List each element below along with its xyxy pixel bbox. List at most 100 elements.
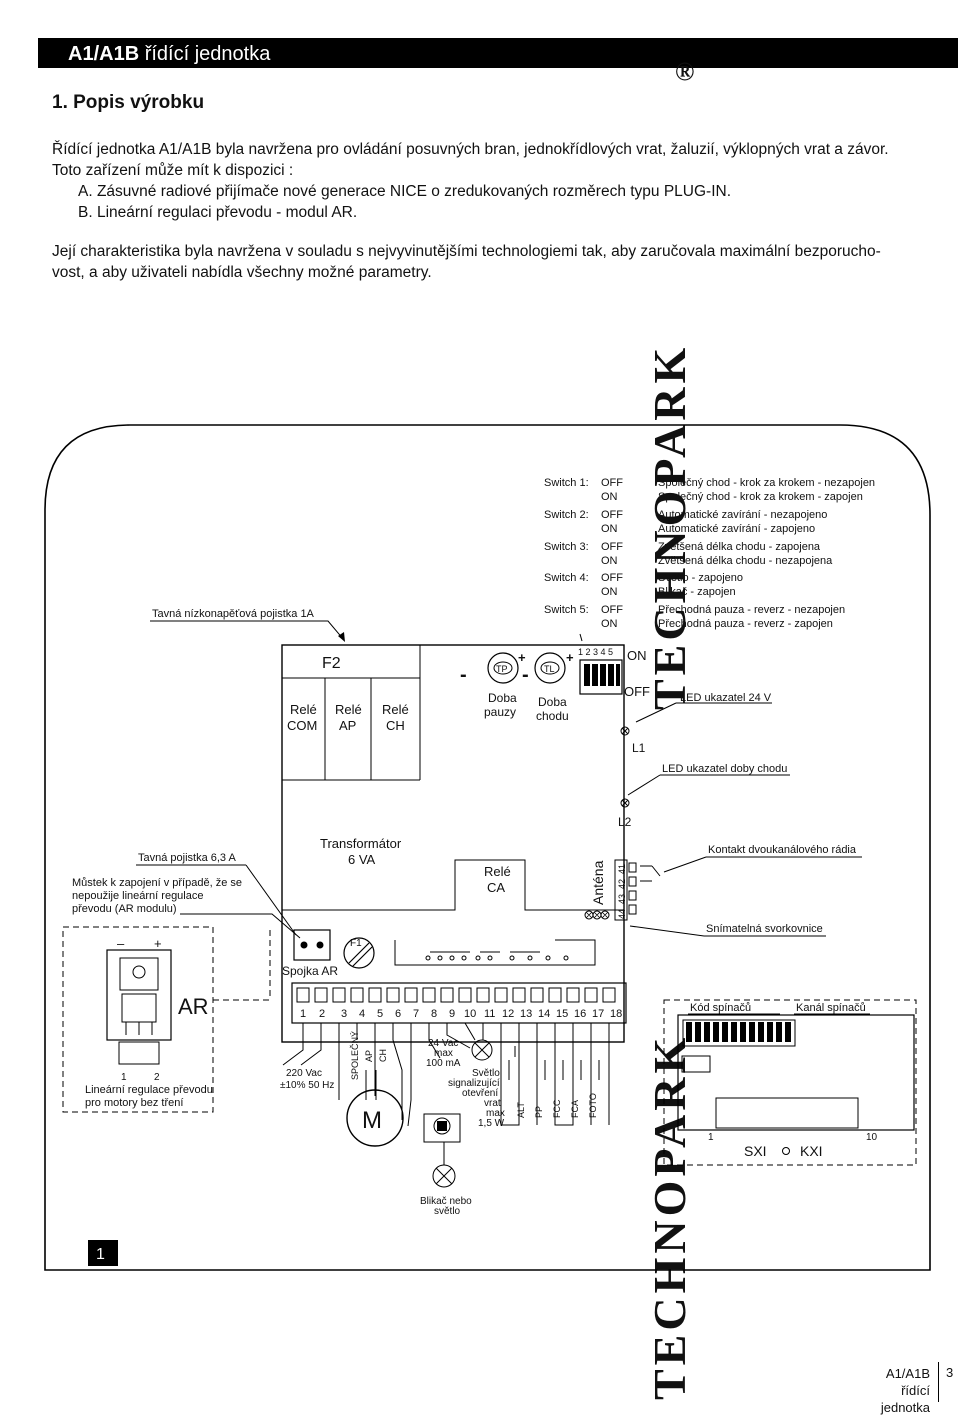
svg-text:CH: CH	[386, 718, 405, 733]
figure-number: 1	[96, 1246, 105, 1263]
sxi-dip	[686, 1022, 791, 1042]
svg-text:1: 1	[121, 1072, 127, 1083]
svg-text:L2: L2	[618, 815, 632, 829]
svg-text:7: 7	[413, 1008, 419, 1020]
svg-text:Switch 2:: Switch 2:	[544, 509, 589, 521]
svg-text:Spojka AR: Spojka AR	[282, 964, 338, 978]
svg-text:signalizující: signalizující	[448, 1078, 500, 1089]
wiring-diagram: 1 Switch 1: OFF ON Společný chod - krok …	[44, 424, 931, 1271]
svg-text:COM: COM	[287, 718, 317, 733]
svg-text:17: 17	[592, 1008, 604, 1020]
sxi-label: SXI	[744, 1143, 767, 1159]
spojka-ar	[293, 929, 331, 961]
footer-title: A1/A1B řídící jednotka	[880, 1366, 930, 1415]
page-header-title: A1/A1B řídící jednotka	[68, 43, 271, 65]
svg-text:Světlo: Světlo	[472, 1068, 500, 1079]
svg-text:L1: L1	[632, 741, 646, 755]
svg-text:chodu: chodu	[536, 709, 569, 723]
sxi-receiver	[677, 1014, 915, 1131]
trimmer-plus-2: +	[566, 650, 574, 665]
svg-text:Lineární regulace převodu: Lineární regulace převodu	[85, 1084, 213, 1096]
paragraph-option-a: A. Zásuvné radiové přijímače nové genera…	[78, 183, 732, 200]
svg-text:8: 8	[431, 1008, 437, 1020]
svg-text:11: 11	[484, 1008, 495, 1020]
svg-text:Přechodná pauza - reverz - zap: Přechodná pauza - reverz - zapojen	[658, 618, 833, 630]
svg-text:světlo: světlo	[434, 1206, 461, 1217]
trimmer-tl	[534, 652, 566, 684]
svg-text:Přechodná pauza - reverz - nez: Přechodná pauza - reverz - nezapojen	[658, 604, 845, 616]
watermark: TECHNOPARK TECHNOPARK ®	[644, 57, 695, 1400]
svg-text:Doba: Doba	[538, 695, 567, 709]
svg-text:FCA: FCA	[570, 1100, 580, 1118]
svg-text:ALT: ALT	[516, 1102, 526, 1118]
svg-text:1: 1	[708, 1132, 714, 1143]
svg-text:10: 10	[464, 1008, 476, 1020]
antenna-label: Anténa	[590, 860, 606, 905]
svg-text:vrat: vrat	[484, 1098, 501, 1109]
switch-row-4: Switch 4: OFF ON Světlo - zapojeno Blika…	[544, 572, 743, 598]
svg-text:pro motory bez tření: pro motory bez tření	[85, 1097, 183, 1109]
svg-text:4: 4	[359, 1008, 365, 1020]
svg-text:±10% 50 Hz: ±10% 50 Hz	[280, 1080, 334, 1091]
motor	[346, 1089, 404, 1147]
dip-off-label: OFF	[624, 684, 650, 699]
input-labels: ALT PP FCC FCA FOTO	[516, 1093, 598, 1118]
paragraph-options: Toto zařízení může mít k dispozici :	[52, 162, 294, 179]
internal-traces	[394, 939, 596, 966]
svg-text:nepoužije lineární regulace: nepoužije lineární regulace	[72, 890, 203, 902]
svg-text:ON: ON	[601, 523, 618, 535]
dip-switch	[579, 659, 623, 695]
svg-text:2: 2	[319, 1008, 325, 1020]
antenna-terminals	[584, 910, 610, 920]
sxi-kxi-frame	[663, 999, 917, 1166]
svg-text:FOTO: FOTO	[588, 1093, 598, 1118]
bridge-note: Můstek k zapojení v případě, že se nepou…	[72, 877, 242, 915]
ar-label: AR	[178, 994, 209, 1019]
transformer-line-2: 6 VA	[348, 852, 376, 867]
svg-text:Switch 3:: Switch 3:	[544, 541, 589, 553]
watermark-reg-mark: ®	[675, 57, 694, 86]
section-title: 1. Popis výrobku	[52, 92, 205, 113]
input-contacts	[500, 1023, 610, 1126]
svg-text:13: 13	[520, 1008, 532, 1020]
led-l1	[620, 726, 630, 736]
svg-text:1: 1	[300, 1008, 306, 1020]
ar-plus: +	[154, 936, 162, 951]
svg-text:F1: F1	[350, 938, 362, 949]
svg-text:max: max	[434, 1048, 453, 1059]
svg-text:PP: PP	[534, 1106, 544, 1118]
supply-wires	[282, 1023, 322, 1066]
page-number: 3	[946, 1365, 954, 1380]
svg-text:2: 2	[154, 1072, 160, 1083]
svg-text:1,5 W: 1,5 W	[478, 1118, 505, 1129]
figure-number-box	[88, 1240, 118, 1266]
kxi-label: KXI	[800, 1143, 823, 1159]
svg-text:Společný chod - krok za krokem: Společný chod - krok za krokem - nezapoj…	[658, 477, 875, 489]
svg-text:CA: CA	[487, 880, 505, 895]
svg-text:OFF: OFF	[601, 572, 623, 584]
svg-text:Relé: Relé	[290, 702, 317, 717]
removable-block-label: Snímatelná svorkovnice	[706, 923, 823, 935]
trimmer-minus-1: -	[460, 664, 467, 686]
terminal-strip	[291, 982, 627, 1024]
footer-divider	[938, 1362, 939, 1402]
svg-text:6: 6	[395, 1008, 401, 1020]
svg-text:24 Vac: 24 Vac	[428, 1038, 458, 1049]
watermark-text-upper: TECHNOPARK	[644, 344, 695, 710]
svg-text:41: 41	[617, 864, 627, 874]
svg-text:max: max	[486, 1108, 505, 1119]
ar-minus: –	[117, 936, 125, 951]
svg-text:14: 14	[538, 1008, 550, 1020]
svg-text:18: 18	[610, 1008, 622, 1020]
svg-text:16: 16	[574, 1008, 586, 1020]
svg-text:Můstek k zapojení v případě, ž: Můstek k zapojení v případě, že se	[72, 877, 242, 889]
svg-text:ON: ON	[601, 618, 618, 630]
